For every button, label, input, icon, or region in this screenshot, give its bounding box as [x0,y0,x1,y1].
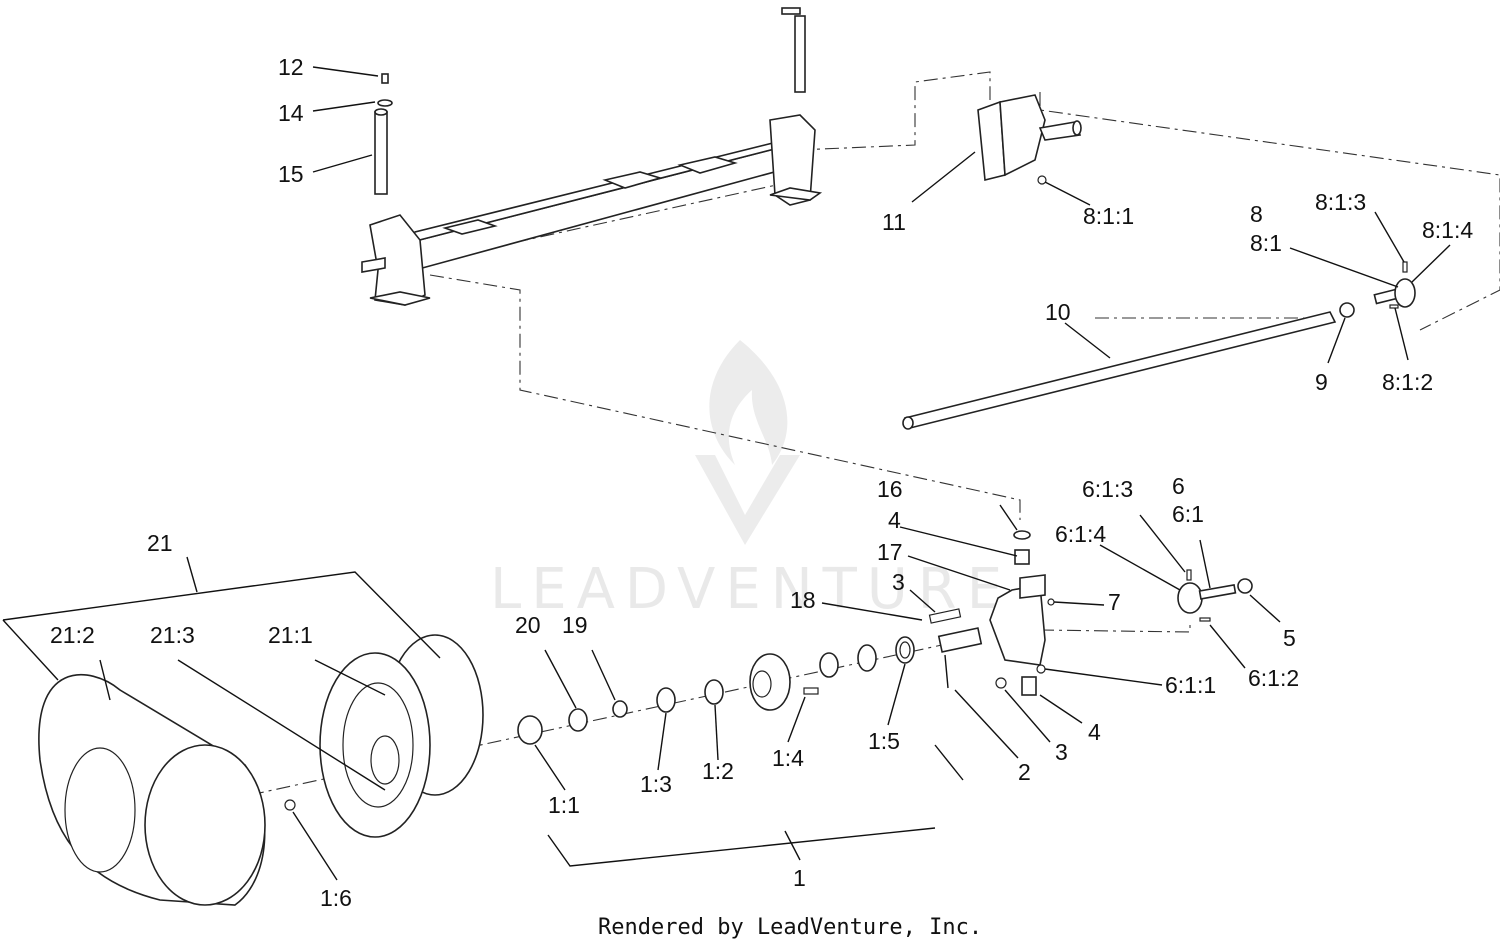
callout-6-1-4: 6:1:4 [1055,521,1106,547]
callout-8-1: 8:1 [1250,230,1282,256]
callout-19: 19 [562,612,588,638]
callout-5: 5 [1283,625,1296,651]
callout-7: 7 [1108,589,1121,615]
credit-line: Rendered by LeadVenture, Inc. [598,915,982,940]
callout-6-1-1: 6:1:1 [1165,672,1216,698]
callout-14: 14 [278,100,304,126]
spindle-pins [374,7,806,195]
callout-3-lower: 3 [1055,739,1068,765]
callout-21-2: 21:2 [50,622,95,648]
callout-8-1-2: 8:1:2 [1382,369,1433,395]
callout-20: 20 [515,612,541,638]
callout-8: 8 [1250,201,1263,227]
tire [38,674,266,906]
callout-1-2: 1:2 [702,758,734,784]
callout-3-upper: 3 [892,569,905,595]
callout-6-1-3: 6:1:3 [1082,476,1133,502]
flame-logo-icon [709,340,788,465]
wheel-rim [284,634,484,838]
callout-21-3: 21:3 [150,622,195,648]
callout-6-1-2: 6:1:2 [1248,665,1299,691]
callout-1: 1 [793,865,806,891]
wheel-hub-assembly [517,636,915,745]
callout-4-upper: 4 [888,507,901,533]
front-axle-beam [361,114,823,306]
steering-bracket [977,94,1082,185]
callout-11: 11 [882,209,906,235]
callout-1-5: 1:5 [868,728,900,754]
callout-labels: 12 14 15 11 8:1:1 8 8:1 8:1:3 8:1:4 10 9… [50,54,1473,911]
callout-9: 9 [1315,369,1328,395]
callout-1-1: 1:1 [548,792,580,818]
callout-8-1-3: 8:1:3 [1315,189,1366,215]
v-logo-icon [695,455,800,545]
callout-4-lower: 4 [1088,719,1101,745]
callout-6-1: 6:1 [1172,501,1204,527]
callout-21-1: 21:1 [268,622,313,648]
callout-8-1-1: 8:1:1 [1083,203,1134,229]
leadventure-watermark: LEADVENTURE [490,340,1012,622]
callout-10: 10 [1045,299,1071,325]
callout-2: 2 [1018,759,1031,785]
callout-1-4: 1:4 [772,745,804,771]
tie-rod [902,261,1416,430]
leader-lines [99,66,1451,881]
callout-18: 18 [790,587,816,613]
assembly-brackets [2,556,964,867]
callout-6: 6 [1172,473,1185,499]
callout-15: 15 [278,161,304,187]
callout-8-1-4: 8:1:4 [1422,217,1473,243]
callout-12: 12 [278,54,304,80]
callout-17: 17 [877,539,903,565]
callout-21: 21 [147,530,173,556]
watermark-text: LEADVENTURE [490,557,1012,622]
callout-1-3: 1:3 [640,771,672,797]
callout-16: 16 [877,476,903,502]
steering-knuckle [928,530,1253,696]
callout-1-6: 1:6 [320,885,352,911]
